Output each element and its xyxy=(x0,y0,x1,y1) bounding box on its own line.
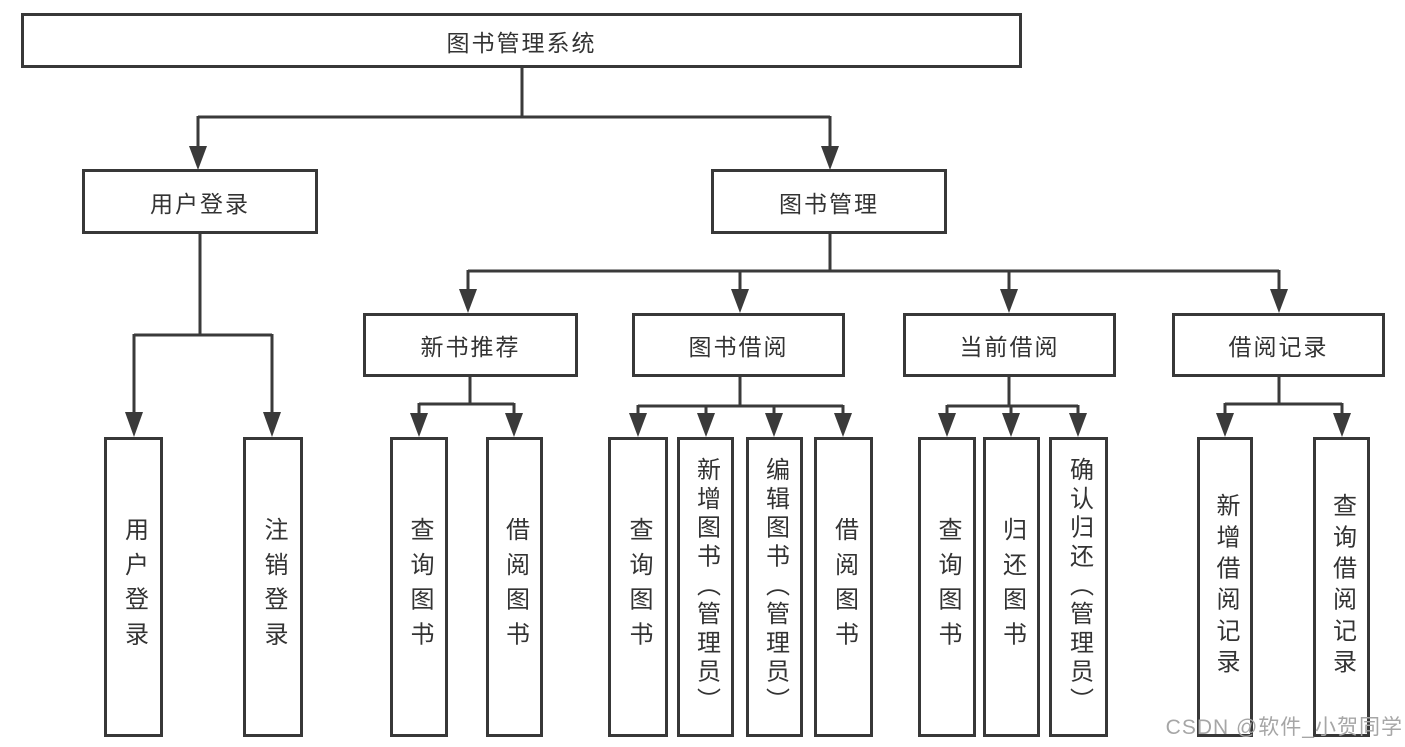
node-user-login: 用户登录 xyxy=(82,169,318,234)
connector-book-management xyxy=(459,234,1288,313)
connector-root xyxy=(189,68,839,170)
leaf-borrow-books-2: 借阅图书 xyxy=(814,437,873,737)
connector-new-book-recommend xyxy=(410,377,523,437)
node-book-borrow: 图书借阅 xyxy=(632,313,845,377)
leaf-query-books-1: 查询图书 xyxy=(390,437,448,737)
leaf-add-borrow-record: 新增借阅记录 xyxy=(1197,437,1253,737)
leaf-borrow-books-1: 借阅图书 xyxy=(486,437,543,737)
watermark-text: CSDN @软件_小贺同学 xyxy=(1165,716,1403,739)
node-new-book-recommend: 新书推荐 xyxy=(363,313,578,377)
leaf-edit-book-admin: 编辑图书（管理员） xyxy=(746,437,803,737)
leaf-query-books-3: 查询图书 xyxy=(918,437,976,737)
connector-borrow-records xyxy=(1216,377,1351,437)
node-borrow-records: 借阅记录 xyxy=(1172,313,1385,377)
leaf-user-login: 用户登录 xyxy=(104,437,163,737)
leaf-confirm-return-admin: 确认归还（管理员） xyxy=(1049,437,1108,737)
leaf-add-book-admin: 新增图书（管理员） xyxy=(677,437,734,737)
node-root: 图书管理系统 xyxy=(21,13,1022,68)
leaf-logout: 注销登录 xyxy=(243,437,303,737)
node-current-borrow: 当前借阅 xyxy=(903,313,1116,377)
leaf-query-books-2: 查询图书 xyxy=(608,437,668,737)
node-book-management: 图书管理 xyxy=(711,169,947,234)
connector-user-login xyxy=(125,234,281,437)
leaf-query-borrow-record: 查询借阅记录 xyxy=(1313,437,1370,737)
connector-book-borrow xyxy=(629,377,852,437)
leaf-return-books: 归还图书 xyxy=(983,437,1040,737)
connector-current-borrow xyxy=(938,377,1087,437)
